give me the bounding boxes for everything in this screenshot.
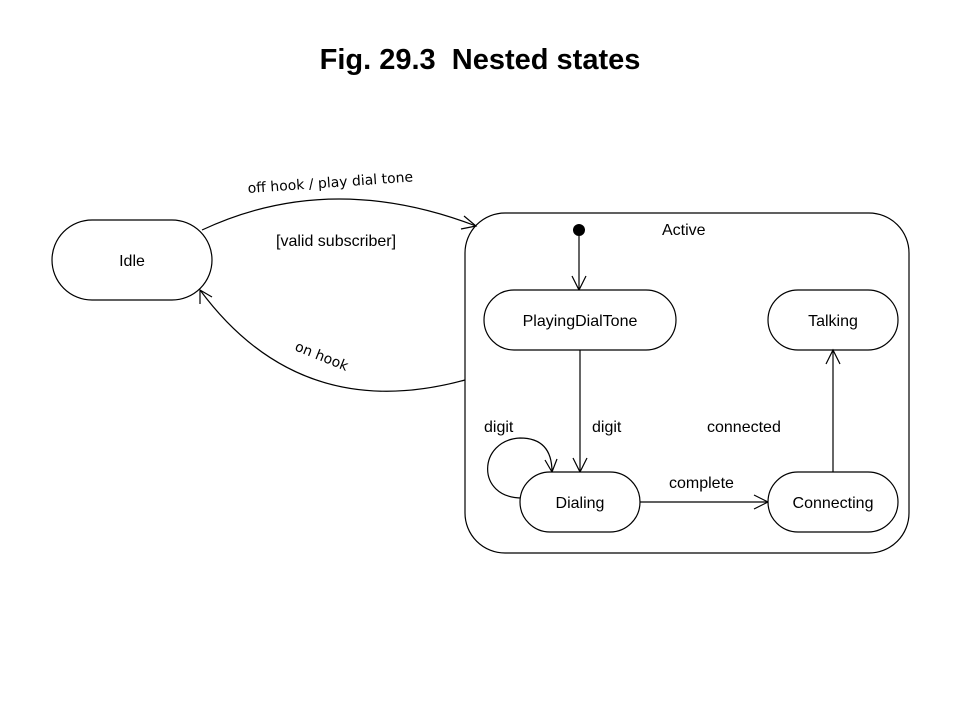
off-hook-arrowhead [460,215,478,230]
off-hook-transition[interactable] [201,198,477,231]
on-hook-arrowhead [199,288,213,304]
playing-dial-tone-label: PlayingDialTone [523,313,638,330]
digit-label: digit [592,419,622,436]
guard-valid-subscriber-label: [valid subscriber] [276,233,396,250]
off-hook-label: off hook / play dial tone [247,169,413,197]
on-hook-transition[interactable] [199,289,466,392]
page-title: Fig. 29.3 Nested states [319,44,641,76]
dialing-label: Dialing [556,495,605,512]
on-hook-label: on hook [293,339,352,375]
connected-label: connected [707,419,781,436]
connected-arrowhead [825,348,841,365]
complete-label: complete [669,475,734,492]
active-state-label: Active [662,222,706,239]
idle-state[interactable] [51,219,213,301]
talking-label: Talking [808,313,858,330]
digit-self-transition[interactable] [487,437,553,499]
idle-state-label: Idle [119,253,145,270]
digit-self-label: digit [484,419,514,436]
initial-state-dot [573,224,585,236]
connecting-label: Connecting [793,495,874,512]
